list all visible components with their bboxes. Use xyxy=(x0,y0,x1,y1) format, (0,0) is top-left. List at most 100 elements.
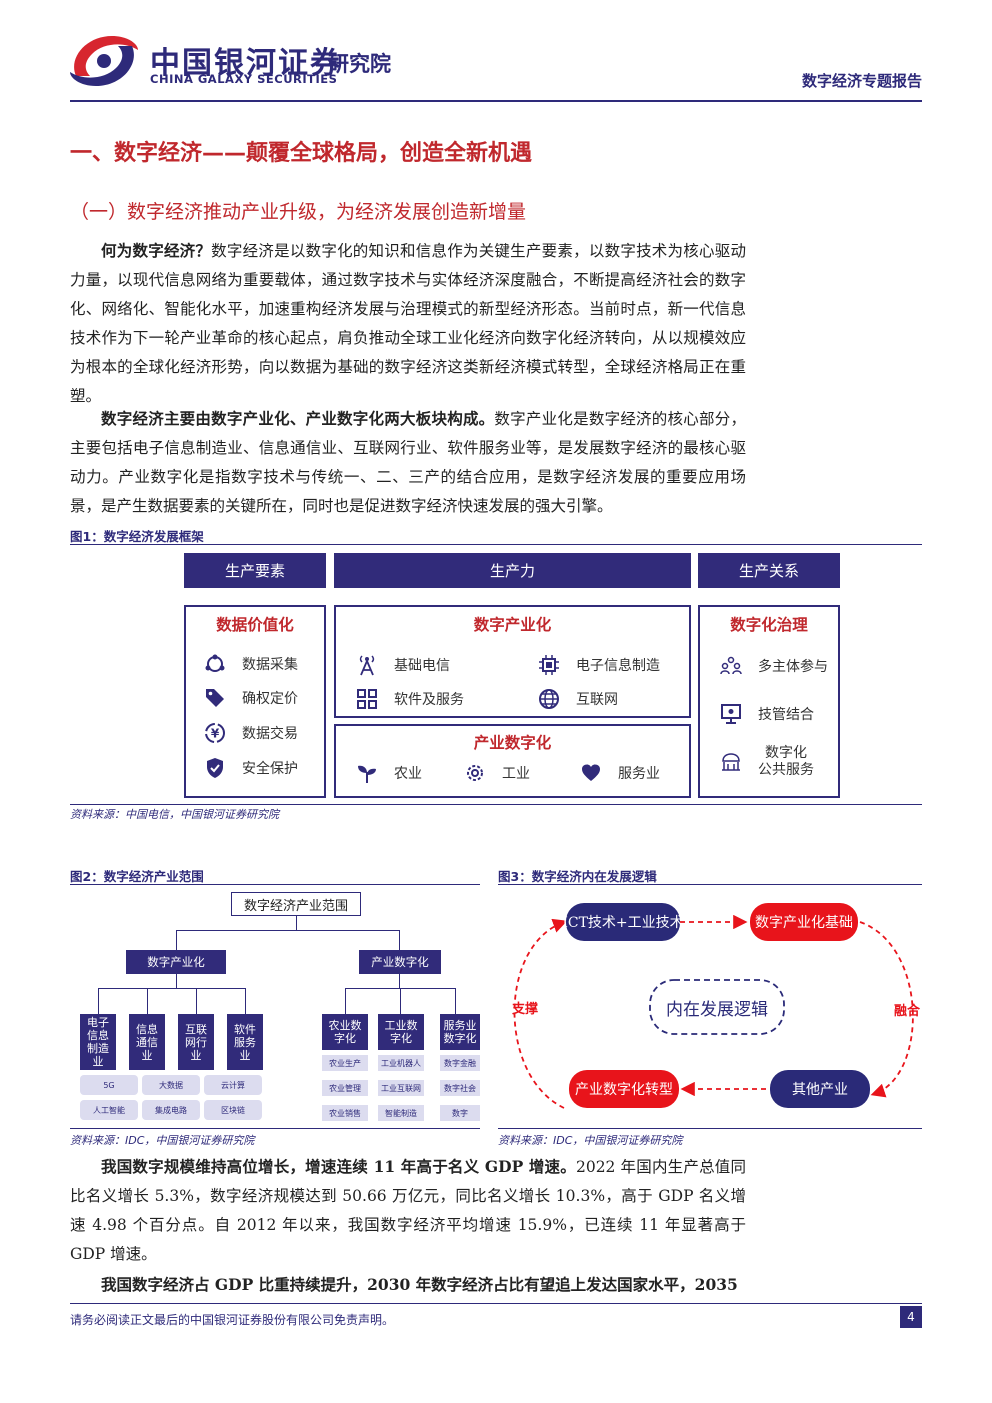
fig1-item-label: 多主体参与 xyxy=(758,659,828,675)
fig2-connector xyxy=(399,974,400,988)
fig2-app-chip: 农业管理 xyxy=(322,1080,368,1096)
fig1-col2-title: 数字产业化 xyxy=(473,616,552,634)
fig1-item: 多主体参与 xyxy=(718,653,828,679)
fig1-head-relations: 生产关系 xyxy=(698,553,840,588)
fig2-connector xyxy=(98,988,246,989)
paragraph-3-body: 2022 年国内生产总值同比名义增长 5.3%，数字经济规模达到 50.66 万… xyxy=(70,1158,746,1263)
company-logo xyxy=(68,30,140,92)
paragraph-2-lead: 数字经济主要由数字产业化、产业数字化两大板块构成。 xyxy=(101,409,495,428)
logo-chinese-name: 中国银河证券 xyxy=(150,46,342,81)
fig1-item: 电子信息制造 xyxy=(536,652,660,678)
fig1-head-factors: 生产要素 xyxy=(184,553,326,588)
fig3-cycle-arrows xyxy=(513,914,914,1109)
network-icon xyxy=(202,651,228,677)
fig3-node-other: 其他产业 xyxy=(770,1070,870,1108)
globe-icon xyxy=(536,686,562,712)
fig1-col3-title: 数字化治理 xyxy=(730,616,808,634)
fig1-item: ¥ 数据交易 xyxy=(202,720,298,746)
fig2-right-col: 服务业数字化 xyxy=(440,1014,480,1050)
fig1-item-label: 数据交易 xyxy=(242,726,298,742)
fig1-item: 技管结合 xyxy=(718,701,814,727)
fig1-governance-box: 数字化治理 多主体参与 技管结合 数字化 公共服务 xyxy=(698,605,840,798)
fig2-connector xyxy=(176,930,400,931)
fig2-left-col-label: 信息通信业 xyxy=(136,1022,158,1062)
gear-icon xyxy=(462,760,488,786)
paragraph-3-lead: 我国数字规模维持高位增长，增速连续 11 年高于名义 GDP 增速。 xyxy=(101,1157,576,1176)
fig2-connector xyxy=(400,988,401,1014)
grid-apps-icon xyxy=(354,686,380,712)
fig2-connector xyxy=(176,974,177,988)
logo-english-name: CHINA GALAXY SECURITIES xyxy=(150,72,338,86)
fig2-left-col: 信息通信业 xyxy=(129,1014,165,1070)
heart-hand-icon xyxy=(578,760,604,786)
fig1-item-label: 工业 xyxy=(502,766,530,782)
fig1-item: 互联网 xyxy=(536,686,618,712)
fig2-app-chip: 数字社会 xyxy=(440,1080,480,1096)
fig2-right-col: 工业数字化 xyxy=(378,1014,424,1050)
fig1-item-label: 确权定价 xyxy=(242,691,298,707)
fig1-item-label: 公共服务 xyxy=(758,762,814,778)
footer-divider xyxy=(70,1303,922,1304)
fig2-tech-chip: 云计算 xyxy=(204,1075,262,1095)
fig2-tech-chip: 5G xyxy=(80,1075,138,1095)
fig1-item-label: 软件及服务 xyxy=(394,692,464,708)
paragraph-2: 数字经济主要由数字产业化、产业数字化两大板块构成。数字产业化是数字经济的核心部分… xyxy=(70,404,746,521)
fig2-left-category: 数字产业化 xyxy=(126,950,226,974)
fig3-right-label: 融合 xyxy=(894,1004,921,1019)
tag-icon xyxy=(202,685,228,711)
fig2-right-col-label: 服务业数字化 xyxy=(443,1019,477,1045)
fig2-title: 图2：数字经济产业范围 xyxy=(70,869,204,884)
shield-icon xyxy=(202,755,228,781)
fig2-app-chip: 数字金融 xyxy=(440,1055,480,1071)
subsection-heading: （一）数字经济推动产业升级，为经济发展创造新增量 xyxy=(70,201,527,223)
galaxy-logo-icon xyxy=(70,36,138,86)
fig1-item: 数据采集 xyxy=(202,651,298,677)
fig3-left-label: 支撑 xyxy=(512,1002,539,1017)
fig2-source: 资料来源：IDC，中国银河证券研究院 xyxy=(70,1134,255,1147)
fig2-right-col-label: 工业数字化 xyxy=(384,1019,418,1045)
fig1-item-label: 电子信息制造 xyxy=(576,658,660,674)
fig2-app-chip: 智能制造 xyxy=(378,1105,424,1121)
fig2-app-chip: 工业机器人 xyxy=(378,1055,424,1071)
fig1-data-value-box: 数据价值化 数据采集 确权定价 ¥ 数据交易 安全保护 xyxy=(184,605,326,798)
fig1-industry-digitalization-box: 产业数字化 农业 工业 服务业 xyxy=(334,724,691,798)
fig1-item: 农业 xyxy=(354,760,422,786)
fig3-node-industry-digital: 产业数字化转型 xyxy=(569,1070,679,1108)
sprout-icon xyxy=(354,760,380,786)
fig1-item-label: 技管结合 xyxy=(758,707,814,723)
fig3-bottom-rule xyxy=(498,1128,922,1129)
fig3-rule xyxy=(498,884,922,885)
fig2-left-col-label: 软件服务业 xyxy=(234,1022,256,1062)
people-group-icon xyxy=(718,653,744,679)
fig2-right-col: 农业数字化 xyxy=(322,1014,368,1050)
paragraph-4: 我国数字经济占 GDP 比重持续提升，2030 年数字经济占比有望追上发达国家水… xyxy=(70,1270,746,1300)
fig1-item-label: 农业 xyxy=(394,766,422,782)
footer-disclaimer: 请务必阅读正文最后的中国银河证券股份有限公司免责声明。 xyxy=(70,1313,395,1327)
fig1-col2b-title: 产业数字化 xyxy=(473,734,552,752)
fig1-digital-industrialization-box: 数字产业化 基础电信 电子信息制造 软件及服务 互联网 xyxy=(334,605,691,718)
fig2-app-chip: 数字 xyxy=(440,1105,480,1121)
page-number: 4 xyxy=(900,1306,922,1328)
fig3-node-ict: ICT技术+工业技术 xyxy=(562,903,684,941)
fig1-head-productivity: 生产力 xyxy=(334,553,691,588)
chip-icon xyxy=(536,652,562,678)
fig1-item-label: 安全保护 xyxy=(242,761,298,777)
fig2-right-col-label: 农业数字化 xyxy=(328,1019,362,1045)
fig1-item-label: 服务业 xyxy=(618,766,660,782)
fig1-item: 安全保护 xyxy=(202,755,298,781)
paragraph-1: 何为数字经济？数字经济是以数字化的知识和信息作为关键生产要素，以数字技术为核心驱… xyxy=(70,236,746,411)
fig3-source: 资料来源：IDC，中国银河证券研究院 xyxy=(498,1134,683,1147)
fig1-item: 确权定价 xyxy=(202,685,298,711)
fig2-tech-chip: 区块链 xyxy=(204,1100,262,1120)
paragraph-2-body: 数字产业化是数字经济的核心部分，主要包括电子信息制造业、信息通信业、互联网行业、… xyxy=(70,410,746,515)
fig1-item-label: 数字化 xyxy=(765,745,807,761)
fig1-item: 软件及服务 xyxy=(354,686,464,712)
fig2-app-chip: 农业生产 xyxy=(322,1055,368,1071)
fig2-tech-chip: 集成电路 xyxy=(142,1100,200,1120)
fig3-center-label: 内在发展逻辑 xyxy=(666,999,768,1020)
fig2-left-col: 互联网行业 xyxy=(178,1014,214,1070)
fig2-left-col: 电子信息制造业 xyxy=(80,1014,116,1070)
fig1-item-label-stack: 数字化 公共服务 xyxy=(758,745,814,779)
header-divider xyxy=(70,100,922,102)
fig1-source: 资料来源：中国电信，中国银河证券研究院 xyxy=(70,808,279,821)
